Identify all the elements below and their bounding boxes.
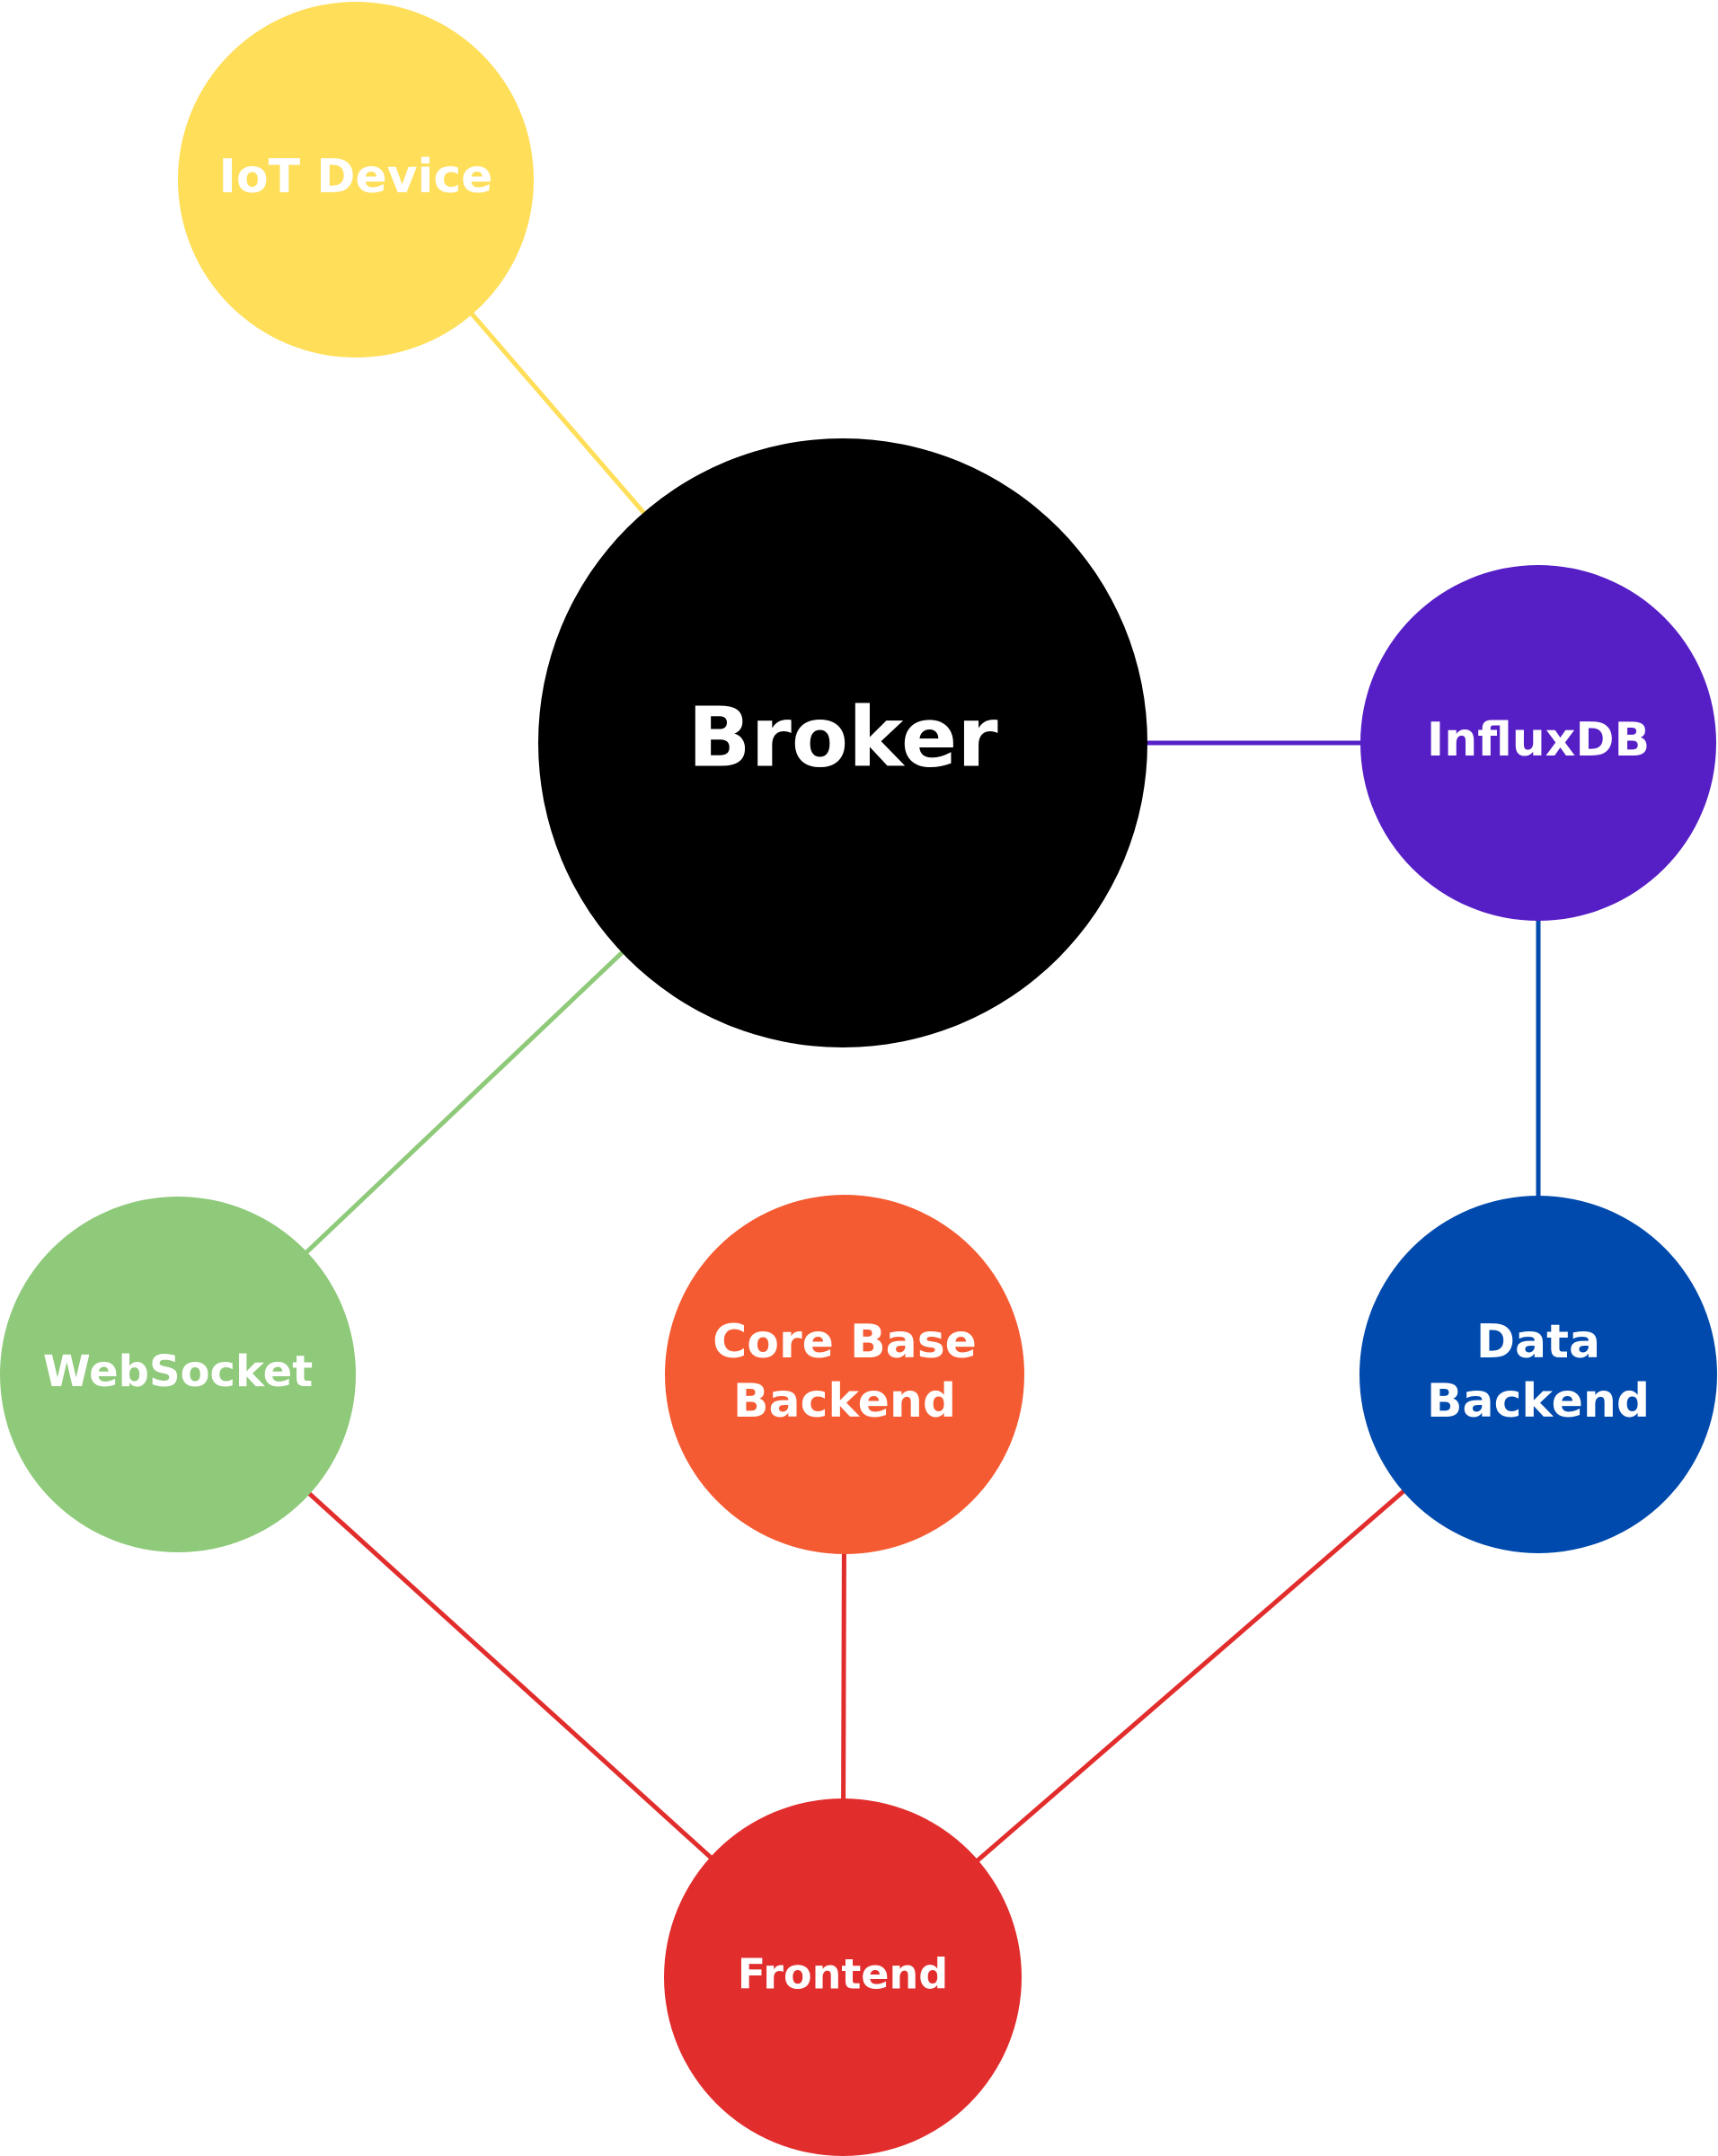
node-broker-label: Broker (687, 689, 998, 785)
node-influxdb: InfluxDB (1360, 565, 1716, 921)
node-core-base-backend-label: Backend (733, 1374, 956, 1428)
node-iot-device-circle (178, 2, 534, 358)
node-influxdb-circle (1360, 565, 1716, 921)
node-data-backend-circle (1359, 1196, 1717, 1553)
node-core-base-backend-circle (665, 1195, 1024, 1554)
node-broker: Broker (538, 438, 1147, 1047)
node-influxdb-label: InfluxDB (1427, 713, 1650, 767)
node-iot-device: IoT Device (178, 2, 534, 358)
node-websocket-label: WebSocket (43, 1347, 313, 1397)
node-frontend-label: Frontend (738, 1950, 948, 1999)
node-frontend: Frontend (664, 1798, 1022, 2156)
node-frontend-circle (664, 1798, 1022, 2156)
node-broker-circle (538, 438, 1147, 1047)
node-core-base-backend-label: Core Base (713, 1315, 977, 1369)
node-iot-device-label: IoT Device (219, 150, 493, 204)
node-data-backend-label: Backend (1427, 1374, 1650, 1428)
node-websocket-circle (0, 1197, 356, 1552)
node-data-backend-label: Data (1476, 1315, 1600, 1369)
node-websocket: WebSocket (0, 1197, 356, 1552)
